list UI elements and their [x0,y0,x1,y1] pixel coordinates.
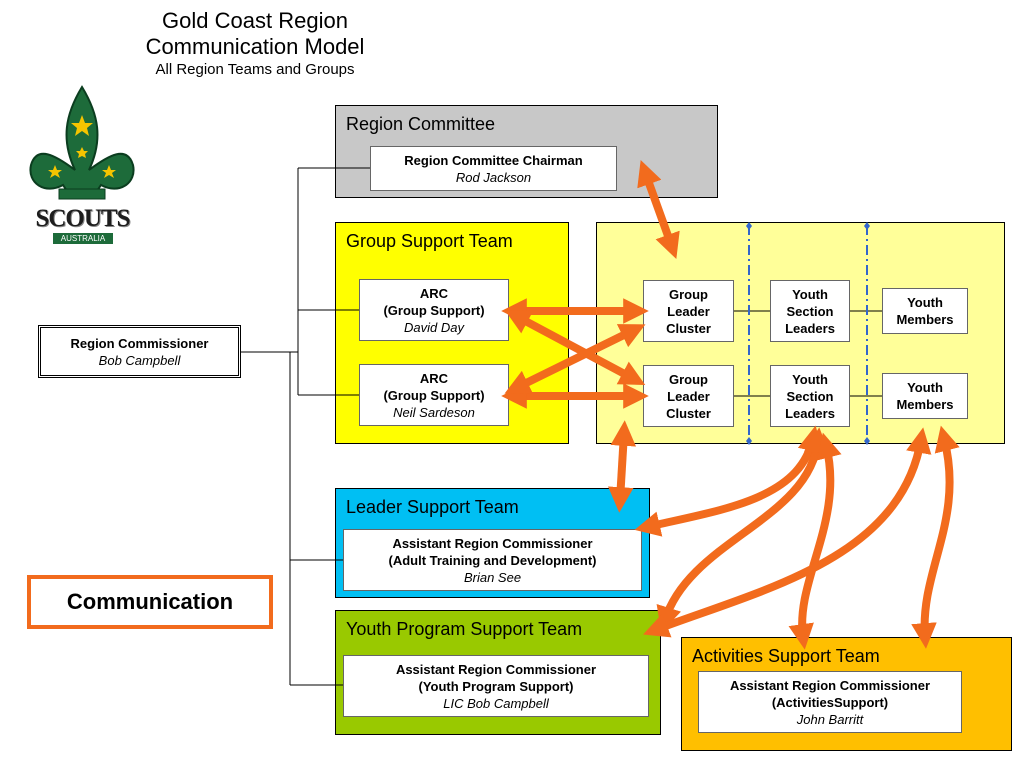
card-person: Bob Campbell [98,352,181,368]
arrow-members-to-youth-program [643,427,932,638]
title-line-1: Gold Coast Region [162,8,348,33]
arrow-arc1-to-cluster2 [504,309,646,386]
logo-subtext: AUSTRALIA [53,233,113,244]
arrow-section1-to-leader-support [634,425,823,537]
card-role: Assistant Region Commissioner [395,661,597,677]
card-role: Assistant Region Commissioner [729,677,931,693]
line: Leaders [785,405,835,421]
arrow-arc2-to-cluster1 [504,324,646,394]
communication-legend: Communication [27,575,273,629]
card-role: Assistant Region Commissioner [392,535,593,551]
line: Section [786,303,834,319]
card-title: ARC [419,285,449,301]
line: Section [786,388,834,404]
group-support-team-title: Group Support Team [346,231,513,251]
diagram-title: Gold Coast Region Communication Model Al… [100,8,410,80]
scouts-logo: SCOUTS AUSTRALIA [25,85,140,250]
card-person: Neil Sardeson [393,404,475,420]
line: Members [896,397,954,412]
activities-support-arc-card: Assistant Region Commissioner (Activitie… [698,671,962,733]
card-person: LIC Bob Campbell [443,695,549,711]
line: Group [669,371,708,387]
line: Leaders [785,320,835,336]
youth-section-leaders-card-2: Youth Section Leaders [770,365,850,427]
subtitle: All Region Teams and Groups [155,61,355,78]
youth-section-leaders-card-1: Youth Section Leaders [770,280,850,342]
arrow-members-to-activities [911,425,960,649]
youth-program-support-team-title: Youth Program Support Team [346,619,583,639]
title-line-2: Communication Model [145,34,365,59]
line: Members [896,312,954,327]
card-person: Rod Jackson [455,169,532,185]
line: Cluster [666,405,711,421]
region-committee-title: Region Committee [346,114,496,134]
card-role: Region Commissioner [70,335,209,351]
card-role: Region Committee Chairman [404,152,583,168]
card-role-detail: (Youth Program Support) [418,678,574,694]
card-person: David Day [404,319,464,335]
line: Youth [792,371,828,387]
card-role: (Group Support) [383,387,485,403]
leader-support-arc-card: Assistant Region Commissioner (Adult Tra… [343,529,642,591]
card-role: (Group Support) [383,302,485,318]
youth-members-card-1: Youth Members [882,288,968,334]
group-leader-cluster-card-1: Group Leader Cluster [643,280,734,342]
card-role-detail: (ActivitiesSupport) [771,694,889,710]
arc-group-support-card-2: ARC (Group Support) Neil Sardeson [359,364,509,426]
card-person: Brian See [463,569,522,585]
region-commissioner-card: Region Commissioner Bob Campbell [38,325,241,378]
line: Leader [667,303,710,319]
activities-support-team-title: Activities Support Team [692,646,880,666]
line: Youth [792,286,828,302]
youth-members-card-2: Youth Members [882,373,968,419]
leader-support-team-title: Leader Support Team [346,497,519,517]
region-committee-chairman-card: Region Committee Chairman Rod Jackson [370,146,617,191]
line: Cluster [666,320,711,336]
fleur-de-lis-icon [29,85,135,200]
youth-program-support-arc-card: Assistant Region Commissioner (Youth Pro… [343,655,649,717]
card-role-detail: (Adult Training and Development) [388,552,597,568]
card-title: ARC [419,370,449,386]
line: Youth [907,380,943,395]
line: Group [669,286,708,302]
arrow-committee-to-groups [637,159,680,260]
line: Youth [907,295,943,310]
card-person: John Barritt [796,711,864,727]
logo-text: SCOUTS [35,205,130,232]
line: Leader [667,388,710,404]
arrow-groups-to-leader-support [607,420,637,513]
arc-group-support-card-1: ARC (Group Support) David Day [359,279,509,341]
